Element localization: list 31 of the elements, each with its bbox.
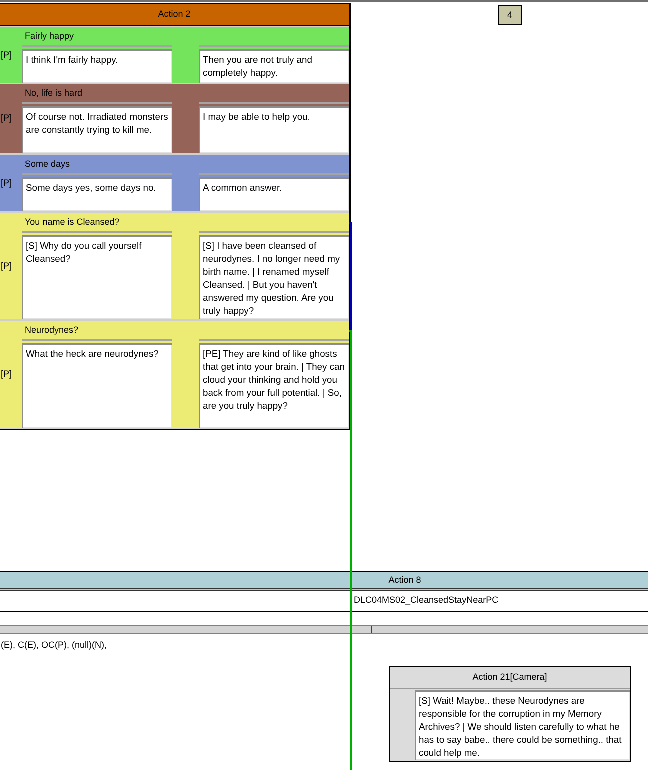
script-name: DLC04MS02_CleansedStayNearPC xyxy=(354,594,499,607)
dialogue-row xyxy=(0,155,349,211)
speaker-tag: [P] xyxy=(1,176,12,190)
action-panel xyxy=(0,3,351,430)
dialogue-text: [PE] They are kind of like ghosts that get into your brain. | They can cloud your thinking and hold you back from your full potential. | So, are you truly happy? xyxy=(199,343,349,428)
speaker-tag: [P] xyxy=(1,368,12,381)
dialogue-row xyxy=(0,27,349,83)
dialogue-text: I think I'm fairly happy. xyxy=(22,49,172,83)
action-header: Action 8 xyxy=(0,572,648,591)
connector-line xyxy=(348,330,352,770)
dialogue-text: I may be able to help you. xyxy=(199,106,349,153)
dialogue-text: A common answer. xyxy=(199,177,349,211)
dialogue-text: [S] Why do you call yourself Cleansed? xyxy=(22,235,172,319)
speaker-tag: [P] xyxy=(1,260,12,272)
connector-line xyxy=(349,222,352,332)
dialogue-row xyxy=(0,213,349,319)
speaker-tag: [P] xyxy=(1,48,12,62)
action-header: Action 2 xyxy=(0,4,349,26)
dialogue-text: [S] Wait! Maybe.. these Neurodynes are responsible for the corruption in my Memory Archives? | We should listen carefully to what he has to say babe.. there could be something.. that could help me. xyxy=(415,690,630,760)
dialogue-text: [S] I have been cleansed of neurodynes. I no longer need my birth name. | I renamed myself Cleansed. | But you haven't answered my question. Are you truly happy? xyxy=(199,235,349,319)
dialogue-row xyxy=(0,84,349,153)
speaker-tag: [P] xyxy=(1,112,12,125)
dialogue-text: Some days yes, some days no. xyxy=(22,177,172,211)
condition-text: (E), C(E), OC(P), (null)(N), xyxy=(1,639,107,652)
dialogue-text: Of course not. Irradiated monsters are constantly trying to kill me. xyxy=(22,106,172,153)
dialogue-text: What the heck are neurodynes? xyxy=(22,343,172,428)
number-badge: 4 xyxy=(498,5,522,25)
action-panel xyxy=(389,666,631,762)
dialogue-row xyxy=(0,321,349,428)
action-band xyxy=(0,571,648,612)
dialogue-text: Then you are not truly and completely happy. xyxy=(199,49,349,83)
